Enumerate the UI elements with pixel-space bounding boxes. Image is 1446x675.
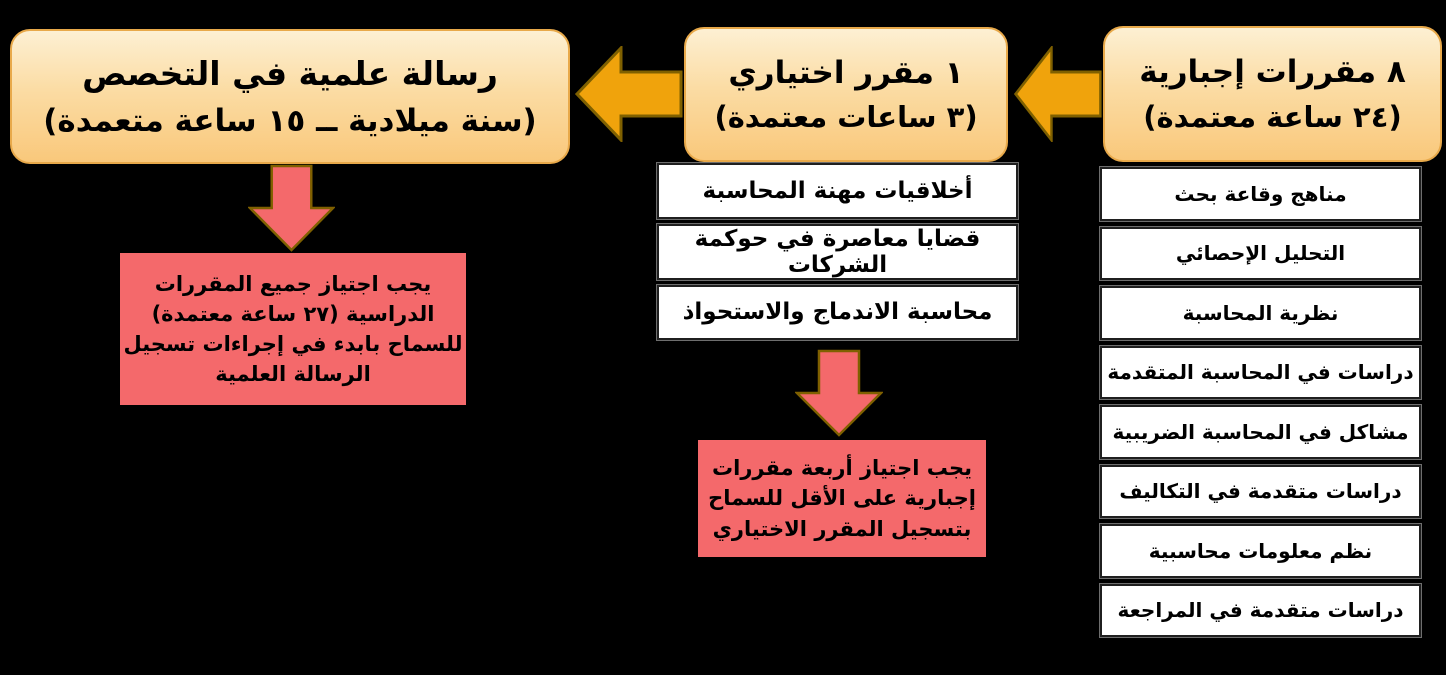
- arrow-down-icon: [795, 349, 883, 437]
- course-row: نظرية المحاسبة: [1100, 286, 1421, 340]
- stage-subtitle: (٢٤ ساعة معتمدة): [1143, 99, 1402, 134]
- elective-course-list: أخلاقيات مهنة المحاسبة قضايا معاصرة في ح…: [657, 163, 1018, 340]
- stage-title: ١ مقرر اختياري: [728, 54, 964, 91]
- stage-box-mandatory-courses: ٨ مقررات إجبارية (٢٤ ساعة معتمدة): [1103, 26, 1442, 162]
- note-line: الدراسية (٢٧ ساعة معتمدة): [151, 301, 435, 326]
- course-row: التحليل الإحصائي: [1100, 226, 1421, 280]
- arrow-left-icon: [1014, 46, 1102, 142]
- thesis-requirement-note: يجب اجتياز جميع المقررات الدراسية (٢٧ سا…: [120, 253, 466, 405]
- course-row: دراسات متقدمة في المراجعة: [1100, 583, 1421, 637]
- note-line: إجبارية على الأقل للسماح: [708, 486, 976, 511]
- course-row: دراسات متقدمة في التكاليف: [1100, 464, 1421, 518]
- stage-title: ٨ مقررات إجبارية: [1139, 54, 1406, 90]
- course-row: نظم معلومات محاسبية: [1100, 524, 1421, 578]
- stage-subtitle: (٣ ساعات معتمدة): [714, 100, 978, 134]
- note-line: يجب اجتياز جميع المقررات: [154, 271, 432, 296]
- note-line: بتسجيل المقرر الاختياري: [712, 516, 972, 541]
- stage-box-elective-course: ١ مقرر اختياري (٣ ساعات معتمدة): [684, 27, 1008, 162]
- course-row: مناهج وقاعة بحث: [1100, 167, 1421, 221]
- mandatory-course-list: مناهج وقاعة بحث التحليل الإحصائي نظرية ا…: [1100, 167, 1421, 637]
- note-line: الرسالة العلمية: [215, 362, 371, 387]
- course-row: دراسات في المحاسبة المتقدمة: [1100, 345, 1421, 399]
- stage-title: رسالة علمية في التخصص: [82, 53, 498, 93]
- course-row: محاسبة الاندماج والاستحواذ: [657, 284, 1018, 340]
- stage-subtitle: (سنة ميلادية ــ ١٥ ساعة متعمدة): [43, 103, 537, 139]
- course-row: مشاكل في المحاسبة الضريبية: [1100, 405, 1421, 459]
- course-row: أخلاقيات مهنة المحاسبة: [657, 163, 1018, 219]
- stage-box-thesis: رسالة علمية في التخصص (سنة ميلادية ــ ١٥…: [10, 29, 570, 164]
- course-row: قضايا معاصرة في حوكمة الشركات: [657, 223, 1018, 280]
- note-line: للسماح بابدء في إجراءات تسجيل: [123, 332, 463, 356]
- arrow-left-icon: [575, 46, 683, 142]
- elective-requirement-note: يجب اجتياز أربعة مقررات إجبارية على الأق…: [698, 440, 986, 557]
- note-line: يجب اجتياز أربعة مقررات: [712, 456, 972, 481]
- arrow-down-icon: [248, 164, 335, 252]
